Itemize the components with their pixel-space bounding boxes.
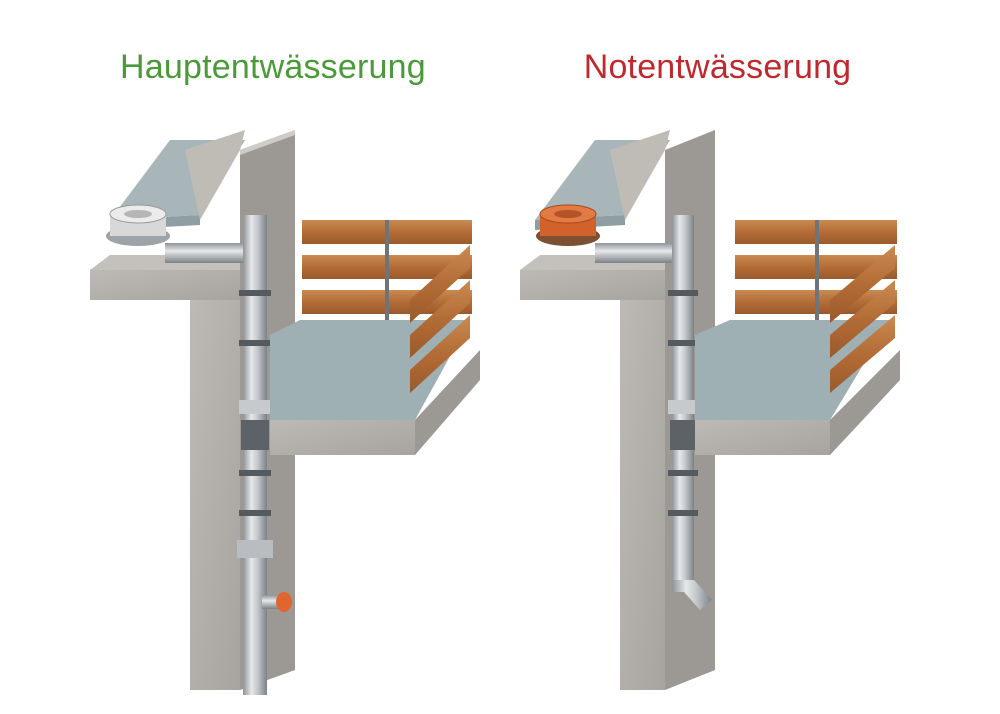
parapet <box>610 130 670 220</box>
downpipe <box>668 215 712 610</box>
wooden-railing <box>302 220 472 393</box>
downpipe <box>237 215 273 695</box>
roof-drain-orange-icon <box>536 204 600 246</box>
roof-drain-grey-icon <box>106 204 170 246</box>
horizontal-drain-pipe <box>165 243 255 263</box>
cleanout-cap-icon <box>262 592 292 612</box>
emergency-drainage-title: Notentwässerung <box>583 48 852 86</box>
parapet <box>185 130 245 220</box>
main-drainage-title: Hauptentwässerung <box>120 48 426 86</box>
wooden-railing <box>735 220 897 393</box>
horizontal-drain-pipe <box>595 243 685 263</box>
